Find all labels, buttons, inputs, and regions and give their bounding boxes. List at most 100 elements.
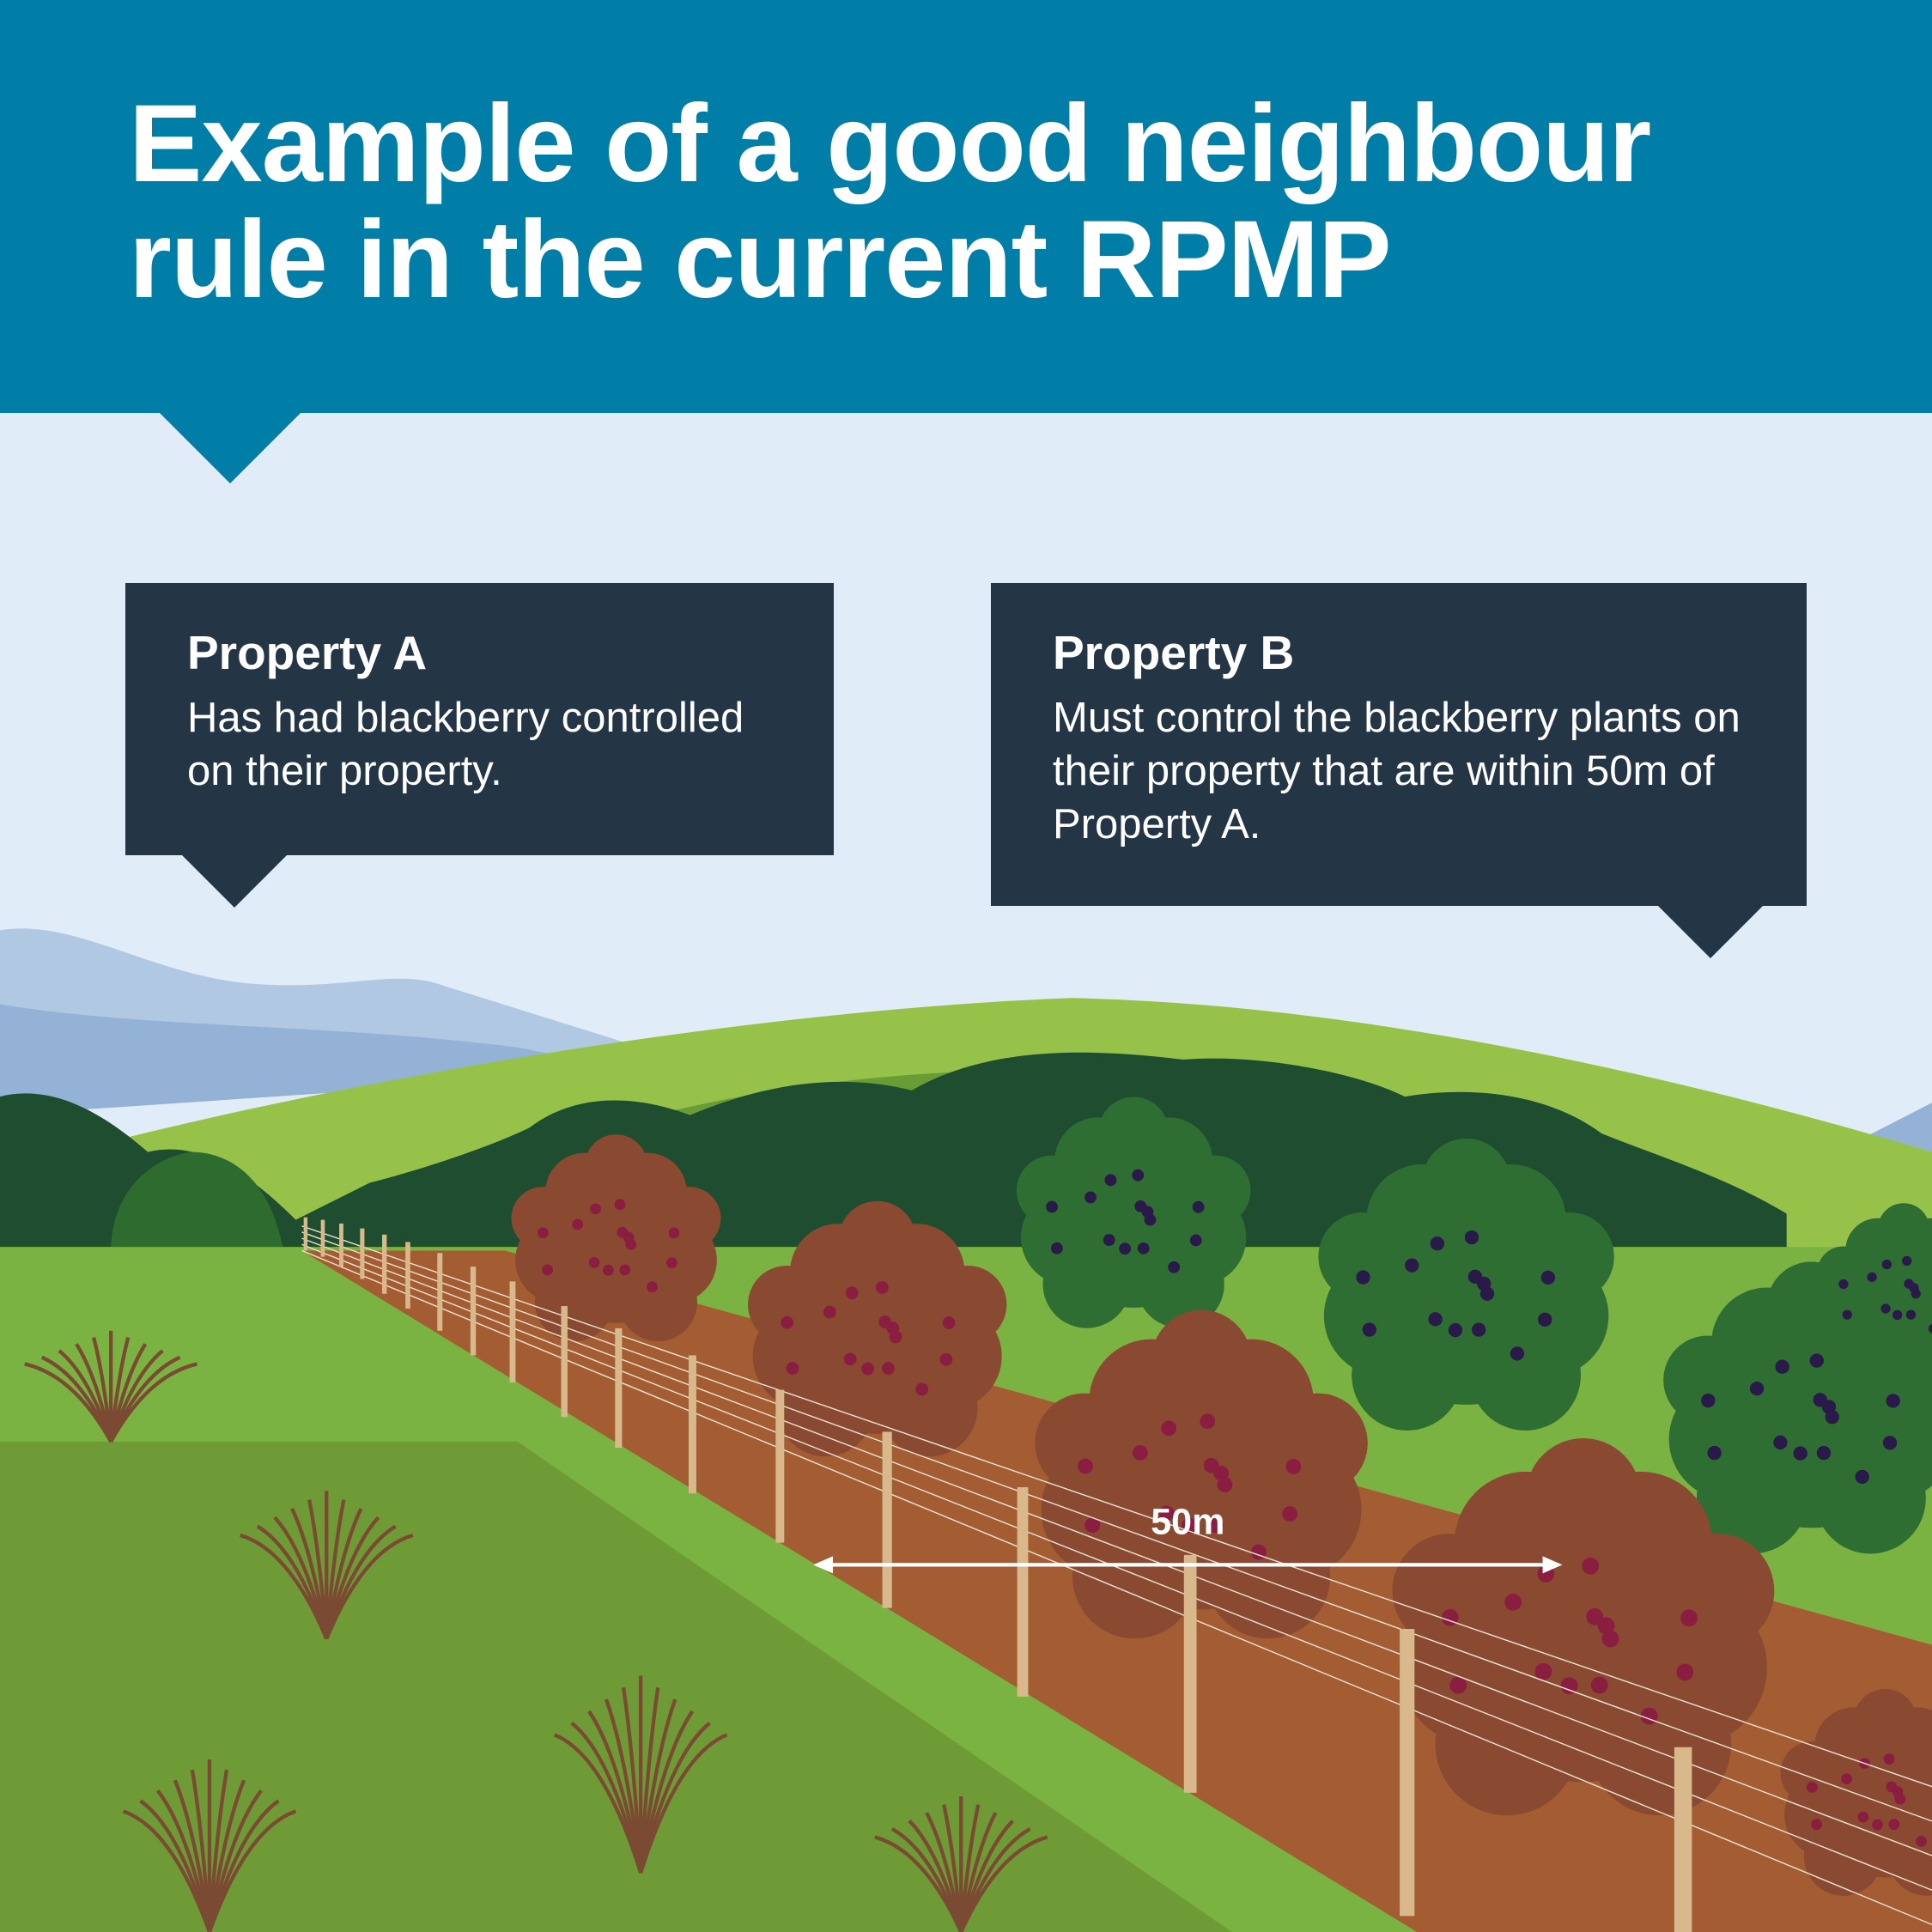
berry xyxy=(1119,1242,1132,1255)
berry xyxy=(1872,1819,1883,1831)
property-b-body: Must control the blackberry plants on th… xyxy=(1053,695,1741,848)
berry xyxy=(1816,1445,1832,1461)
bush-lobe xyxy=(748,1266,826,1344)
bush-lobe xyxy=(1905,1309,1932,1373)
berry xyxy=(1538,1312,1552,1327)
grass-blade xyxy=(207,1809,297,1932)
berry xyxy=(1356,1270,1370,1285)
blackberry-bush-green xyxy=(1318,1138,1614,1431)
berry xyxy=(1285,1459,1302,1474)
property-a-body: Has had blackberry controlled on their p… xyxy=(187,695,744,794)
grass-blade xyxy=(325,1533,414,1640)
property-a-callout-pointer xyxy=(181,854,288,908)
berry xyxy=(1841,1773,1853,1785)
grass-blade xyxy=(959,1835,1048,1932)
berry xyxy=(875,1281,889,1294)
fence-post xyxy=(405,1242,410,1309)
bush-lobe xyxy=(928,1266,1007,1344)
berry xyxy=(781,1315,794,1329)
fence-post xyxy=(509,1281,516,1383)
berry xyxy=(861,1362,875,1376)
berry xyxy=(537,1227,549,1239)
berry xyxy=(619,1264,631,1276)
berry xyxy=(1046,1200,1058,1213)
grass-blade xyxy=(604,1698,643,1874)
berry xyxy=(572,1218,584,1230)
berry xyxy=(1282,1506,1298,1522)
berry xyxy=(1050,1242,1063,1255)
berry xyxy=(1886,1394,1900,1408)
bush-lobe xyxy=(1151,1309,1252,1410)
bush-lobe xyxy=(1042,1240,1131,1328)
blackberry-bush-controlled xyxy=(1392,1437,1775,1816)
grass-blade xyxy=(587,1710,643,1874)
grass-tuft xyxy=(874,1796,1048,1932)
header-banner: Example of a good neighbour rule in the … xyxy=(0,0,1932,413)
fence-post xyxy=(1183,1554,1197,1793)
bush-lobe xyxy=(584,1134,648,1198)
grass-tuft xyxy=(553,1675,728,1874)
page-title: Example of a good neighbour rule in the … xyxy=(129,82,1651,321)
fence xyxy=(301,1217,1932,1932)
berry xyxy=(590,1203,602,1215)
fence-post xyxy=(882,1431,892,1608)
berry xyxy=(542,1264,554,1276)
berry xyxy=(878,1315,892,1328)
berry xyxy=(1775,1359,1789,1374)
berry xyxy=(1192,1200,1205,1213)
berry xyxy=(1158,1505,1175,1522)
berry xyxy=(1448,1322,1463,1338)
berry xyxy=(939,1352,953,1366)
blackberry-bush-green xyxy=(1016,1097,1251,1328)
berry xyxy=(1773,1435,1788,1450)
fence-post xyxy=(470,1267,477,1356)
berry xyxy=(1161,1420,1177,1437)
berry xyxy=(1132,1169,1145,1182)
bush-lobe xyxy=(1803,1817,1883,1896)
berry xyxy=(1601,1630,1619,1648)
berry xyxy=(1168,1261,1181,1273)
blackberry-bush-controlled xyxy=(1035,1309,1368,1639)
bush-lobe xyxy=(880,1359,978,1457)
bush-lobe xyxy=(1817,1246,1869,1298)
bush-lobe xyxy=(1352,1319,1463,1431)
berry xyxy=(1104,1174,1117,1187)
bush-lobe xyxy=(1659,1534,1775,1649)
bush-lobe xyxy=(1180,1155,1251,1226)
blackberry-bush-controlled xyxy=(748,1200,1007,1457)
left-trees xyxy=(111,1151,284,1251)
bush-lobe xyxy=(1205,1514,1331,1639)
bush-lobe xyxy=(1814,1443,1926,1554)
berry xyxy=(665,1257,677,1269)
berry xyxy=(1928,1323,1932,1334)
berry xyxy=(1867,1272,1877,1283)
berry xyxy=(1540,1270,1556,1285)
fence-wire xyxy=(301,1231,1932,1822)
berry xyxy=(915,1382,929,1396)
berry xyxy=(1916,1835,1927,1847)
berry xyxy=(1207,1517,1224,1534)
berry xyxy=(1084,1517,1101,1534)
berry xyxy=(1189,1234,1202,1247)
fence-post xyxy=(1400,1629,1415,1917)
berry xyxy=(1749,1381,1765,1396)
berry xyxy=(1892,1309,1903,1321)
mid-mountains xyxy=(0,1004,641,1115)
berry xyxy=(668,1227,680,1239)
berry xyxy=(1405,1258,1419,1273)
blackberry-bush-controlled xyxy=(511,1134,721,1342)
bush-lobe xyxy=(1837,1309,1902,1374)
berry xyxy=(1362,1322,1377,1337)
fence-post xyxy=(339,1223,343,1267)
berry xyxy=(1842,1309,1852,1320)
bush-lobe xyxy=(1780,1741,1844,1805)
distance-label: 50m xyxy=(1151,1502,1224,1543)
bush-lobe xyxy=(1435,1672,1579,1816)
bush-lobe xyxy=(1696,1443,1808,1554)
bush-lobe xyxy=(618,1262,698,1342)
tree-band xyxy=(0,1052,1787,1251)
berry xyxy=(786,1362,799,1375)
berry xyxy=(845,1286,859,1300)
berry xyxy=(1084,1191,1097,1204)
